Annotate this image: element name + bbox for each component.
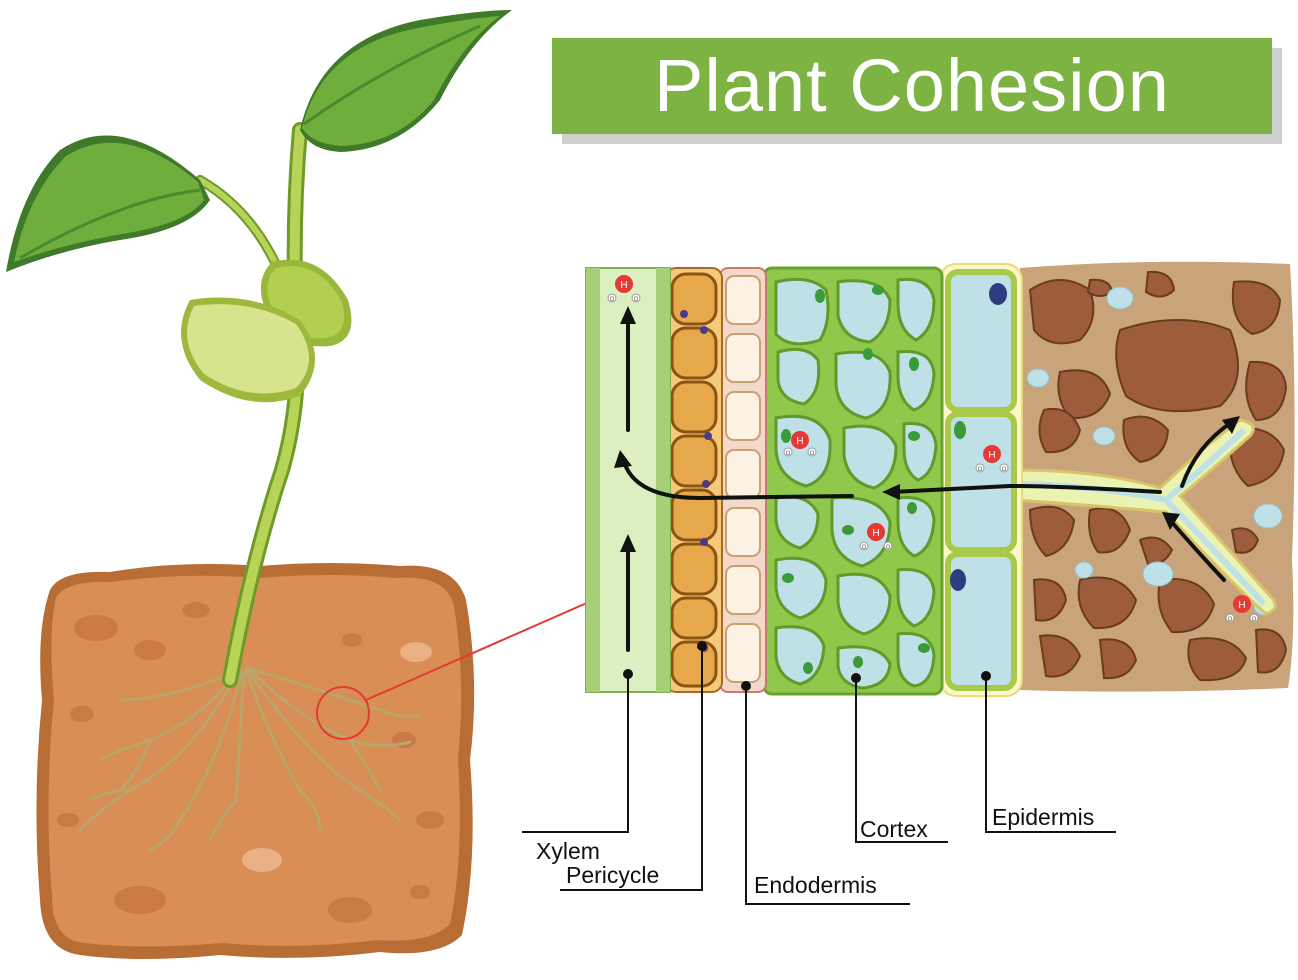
label-cortex: Cortex — [860, 816, 928, 842]
oxygen-symbol: O — [1228, 617, 1233, 623]
oxygen-symbol: O — [1002, 467, 1007, 473]
svg-text:H: H — [1238, 600, 1245, 611]
oxygen-symbol: O — [786, 451, 791, 457]
svg-text:H: H — [620, 280, 627, 291]
oxygen-symbol: O — [862, 545, 867, 551]
water-molecule-cortex-2: H O O — [859, 523, 893, 551]
root-cross-section: H O O H O O H O O H — [585, 261, 1295, 697]
title-banner: Plant Cohesion — [552, 38, 1272, 134]
label-xylem: Xylem — [536, 838, 600, 864]
cortex-layer — [762, 266, 944, 696]
leader-lines — [522, 641, 1116, 905]
plant-roots — [78, 666, 422, 852]
water-flow-arrows — [622, 318, 1234, 652]
svg-text:H: H — [872, 528, 879, 539]
oxygen-symbol: O — [886, 545, 891, 551]
water-molecule-epidermis: H O O — [975, 445, 1009, 473]
arrow-heads — [614, 306, 1240, 552]
label-endodermis: Endodermis — [754, 872, 877, 898]
oxygen-symbol: O — [1252, 617, 1257, 623]
water-molecule-cortex-1: H O O — [783, 431, 817, 457]
soil-rocks — [1028, 270, 1288, 682]
label-epidermis: Epidermis — [992, 804, 1095, 830]
label-pericycle: Pericycle — [566, 862, 660, 888]
oxygen-symbol: O — [634, 297, 639, 303]
soil-block — [36, 563, 475, 959]
water-molecules: H O O H O O H O O H — [607, 275, 1259, 623]
oxygen-symbol: O — [978, 467, 983, 473]
epidermis-layer — [939, 263, 1023, 697]
pericycle-layer — [665, 267, 723, 693]
svg-text:H: H — [988, 450, 995, 461]
water-molecule-soil: H O O — [1225, 595, 1259, 623]
oxygen-symbol: O — [610, 297, 615, 303]
oxygen-symbol: O — [810, 451, 815, 457]
water-molecule-xylem: H O O — [607, 275, 641, 303]
diagram-title: Plant Cohesion — [654, 44, 1170, 127]
plant-leaves — [6, 10, 512, 403]
svg-text:H: H — [796, 436, 803, 447]
endodermis-layer — [719, 267, 767, 693]
